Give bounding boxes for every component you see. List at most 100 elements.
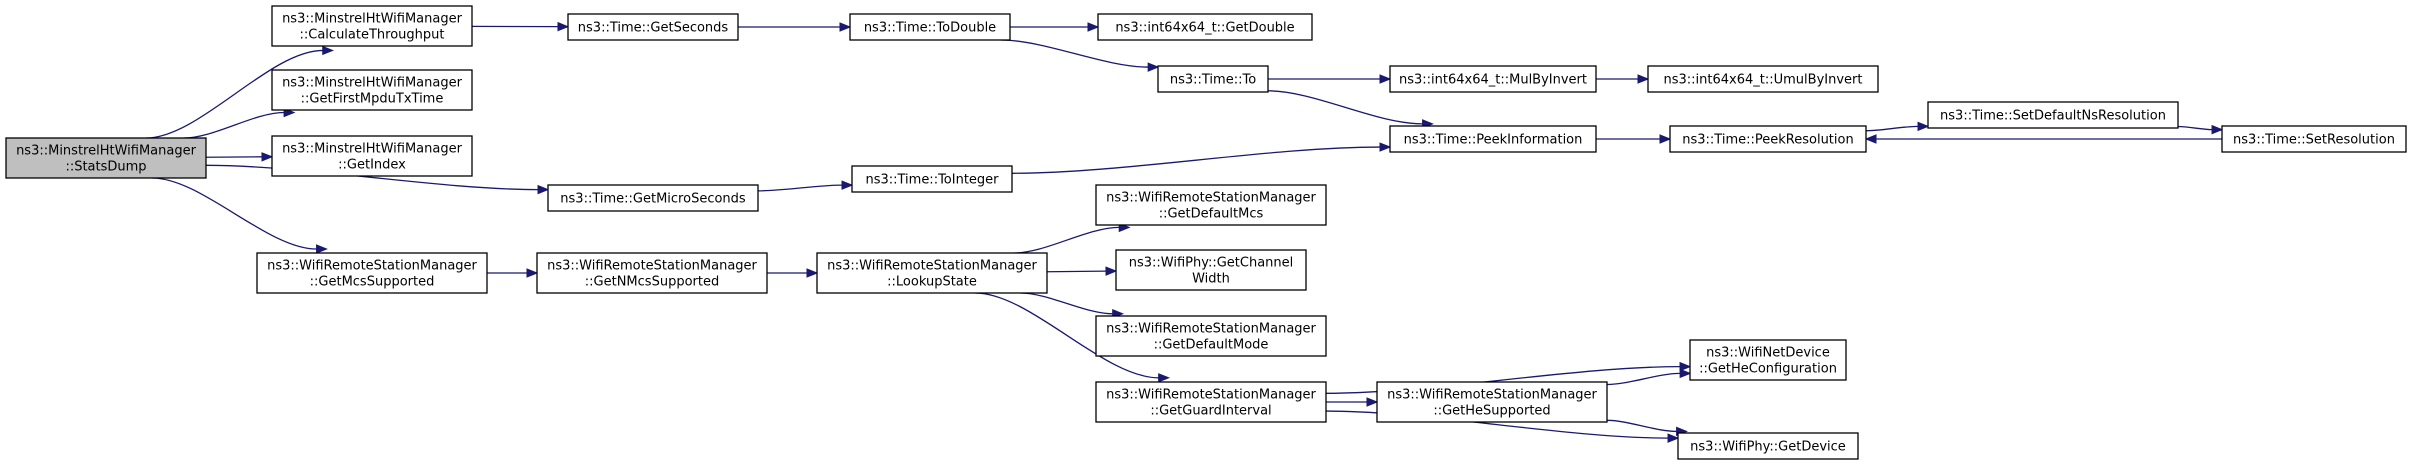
node-getfirstmpdu[interactable]: ns3::MinstrelHtWifiManager::GetFirstMpdu… bbox=[271, 69, 473, 111]
node-box bbox=[271, 135, 473, 177]
node-box bbox=[567, 13, 739, 41]
edge-peekinformation-to-peekresolution bbox=[1596, 134, 1672, 144]
node-label-line: ns3::MinstrelHtWifiManager bbox=[282, 142, 463, 157]
node-getmcssupported[interactable]: ns3::WifiRemoteStationManager::GetMcsSup… bbox=[256, 252, 488, 294]
node-box bbox=[271, 69, 473, 111]
node-peekinformation[interactable]: ns3::Time::PeekInformation bbox=[1389, 125, 1597, 153]
arrow-head-icon bbox=[1087, 22, 1100, 32]
edge-todouble-to-getdouble bbox=[1010, 22, 1100, 32]
arrow-head-icon bbox=[1679, 361, 1692, 372]
edge-getmcssupported-to-getnmcssupported bbox=[487, 268, 539, 278]
node-label-line: ::GetHeConfiguration bbox=[1699, 362, 1837, 377]
node-todouble[interactable]: ns3::Time::ToDouble bbox=[849, 13, 1011, 41]
node-getseconds[interactable]: ns3::Time::GetSeconds bbox=[567, 13, 739, 41]
node-statsdump[interactable]: ns3::MinstrelHtWifiManager::StatsDump bbox=[5, 137, 207, 179]
node-box bbox=[1095, 184, 1327, 226]
edge-line bbox=[1000, 39, 1149, 68]
node-getnmcssupported[interactable]: ns3::WifiRemoteStationManager::GetNMcsSu… bbox=[536, 252, 768, 294]
arrow-head-icon bbox=[1659, 134, 1672, 144]
node-label-line: ns3::MinstrelHtWifiManager bbox=[282, 12, 463, 27]
node-lookupstate[interactable]: ns3::WifiRemoteStationManager::LookupSta… bbox=[816, 252, 1048, 294]
node-label-line: ns3::WifiPhy::GetChannel bbox=[1129, 256, 1294, 271]
edge-line bbox=[205, 164, 539, 191]
node-tointeger[interactable]: ns3::Time::ToInteger bbox=[851, 165, 1013, 193]
node-label-line: ns3::WifiRemoteStationManager bbox=[547, 259, 757, 274]
arrow-head-icon bbox=[839, 22, 852, 32]
node-label-line: ::GetIndex bbox=[338, 158, 406, 173]
node-to[interactable]: ns3::Time::To bbox=[1157, 65, 1269, 93]
edge-line bbox=[1606, 372, 1681, 386]
node-getdefaultmode[interactable]: ns3::WifiRemoteStationManager::GetDefaul… bbox=[1095, 315, 1327, 357]
node-label-line: ns3::WifiRemoteStationManager bbox=[1106, 322, 1316, 337]
node-label-line: ns3::Time::SetDefaultNsResolution bbox=[1940, 109, 2166, 124]
node-label-line: ::GetFirstMpduTxTime bbox=[301, 92, 444, 107]
arrow-head-icon bbox=[1637, 74, 1650, 84]
edge-line bbox=[2177, 125, 2213, 131]
node-label-line: ::GetDefaultMcs bbox=[1159, 207, 1264, 222]
node-getguardinterval[interactable]: ns3::WifiRemoteStationManager::GetGuardI… bbox=[1095, 381, 1327, 423]
node-label-line: ns3::WifiRemoteStationManager bbox=[267, 259, 477, 274]
node-getmicroseconds[interactable]: ns3::Time::GetMicroSeconds bbox=[547, 184, 759, 212]
node-label-line: ns3::WifiRemoteStationManager bbox=[827, 259, 1037, 274]
edge-getguardinterval-to-getdevice bbox=[1325, 410, 1680, 443]
node-box bbox=[1095, 381, 1327, 423]
node-box bbox=[536, 252, 768, 294]
node-box bbox=[1689, 339, 1847, 381]
node-peekresolution[interactable]: ns3::Time::PeekResolution bbox=[1669, 125, 1867, 153]
edge-line bbox=[1020, 292, 1113, 315]
node-getindex[interactable]: ns3::MinstrelHtWifiManager::GetIndex bbox=[271, 135, 473, 177]
node-box bbox=[1097, 13, 1313, 41]
node-getdefaultmcs[interactable]: ns3::WifiRemoteStationManager::GetDefaul… bbox=[1095, 184, 1327, 226]
edge-line bbox=[152, 177, 317, 250]
edge-statsdump-to-getfirstmpdu bbox=[184, 107, 296, 139]
node-setresolution[interactable]: ns3::Time::SetResolution bbox=[2221, 125, 2407, 153]
node-box bbox=[271, 5, 473, 47]
node-getdouble[interactable]: ns3::int64x64_t::GetDouble bbox=[1097, 13, 1313, 41]
arrow-head-icon bbox=[557, 21, 570, 32]
arrow-head-icon bbox=[322, 45, 335, 56]
edge-setdefaultns-to-setresolution bbox=[2177, 124, 2224, 135]
node-label-line: ::GetMcsSupported bbox=[310, 275, 435, 290]
node-label-line: ::GetNMcsSupported bbox=[585, 275, 719, 290]
edge-mulbyinvert-to-umulbyinvert bbox=[1596, 74, 1650, 84]
node-label-line: ns3::int64x64_t::MulByInvert bbox=[1399, 73, 1587, 88]
node-label-line: ns3::Time::SetResolution bbox=[2233, 133, 2395, 148]
arrow-head-icon bbox=[841, 180, 854, 190]
edge-to-to-mulbyinvert bbox=[1268, 74, 1392, 84]
node-calcthroughput[interactable]: ns3::MinstrelHtWifiManager::CalculateThr… bbox=[271, 5, 473, 47]
edge-line bbox=[1325, 365, 1681, 394]
node-label-line: ns3::WifiPhy::GetDevice bbox=[1690, 440, 1846, 455]
node-label-line: ::GetHeSupported bbox=[1433, 404, 1550, 419]
arrow-head-icon bbox=[526, 268, 539, 278]
node-label-line: ns3::Time::ToDouble bbox=[864, 21, 996, 36]
edge-getguardinterval-to-gethesupported bbox=[1326, 397, 1379, 407]
node-setdefaultns[interactable]: ns3::Time::SetDefaultNsResolution bbox=[1927, 101, 2179, 129]
edge-lookupstate-to-getchannelwidth bbox=[1046, 266, 1118, 276]
node-box bbox=[1095, 315, 1327, 357]
edge-line bbox=[1267, 90, 1423, 125]
node-box bbox=[1647, 65, 1879, 93]
edge-line bbox=[1865, 125, 1919, 132]
node-label-line: ns3::int64x64_t::GetDouble bbox=[1115, 21, 1294, 36]
arrow-head-icon bbox=[1158, 373, 1171, 383]
node-umulbyinvert[interactable]: ns3::int64x64_t::UmulByInvert bbox=[1647, 65, 1879, 93]
node-label-line: ::LookupState bbox=[887, 275, 977, 290]
node-label-line: ::CalculateThroughput bbox=[300, 28, 445, 43]
node-label-line: ns3::int64x64_t::UmulByInvert bbox=[1664, 73, 1863, 88]
node-getdevice[interactable]: ns3::WifiPhy::GetDevice bbox=[1677, 432, 1859, 460]
node-label-line: ns3::WifiRemoteStationManager bbox=[1387, 388, 1597, 403]
edge-getnmcssupported-to-lookupstate bbox=[767, 268, 819, 278]
node-mulbyinvert[interactable]: ns3::int64x64_t::MulByInvert bbox=[1389, 65, 1597, 93]
arrow-head-icon bbox=[2211, 124, 2224, 135]
node-label-line: Width bbox=[1192, 272, 1230, 287]
node-label-line: ns3::WifiRemoteStationManager bbox=[1106, 388, 1316, 403]
edge-lookupstate-to-getdefaultmode bbox=[1020, 292, 1125, 319]
node-label-line: ::StatsDump bbox=[65, 160, 146, 175]
arrow-head-icon bbox=[1379, 142, 1392, 152]
arrow-head-icon bbox=[316, 244, 328, 254]
node-gethesupported[interactable]: ns3::WifiRemoteStationManager::GetHeSupp… bbox=[1376, 381, 1608, 423]
node-label-line: ::GetDefaultMode bbox=[1154, 338, 1269, 353]
node-getheconfiguration[interactable]: ns3::WifiNetDevice::GetHeConfiguration bbox=[1689, 339, 1847, 381]
